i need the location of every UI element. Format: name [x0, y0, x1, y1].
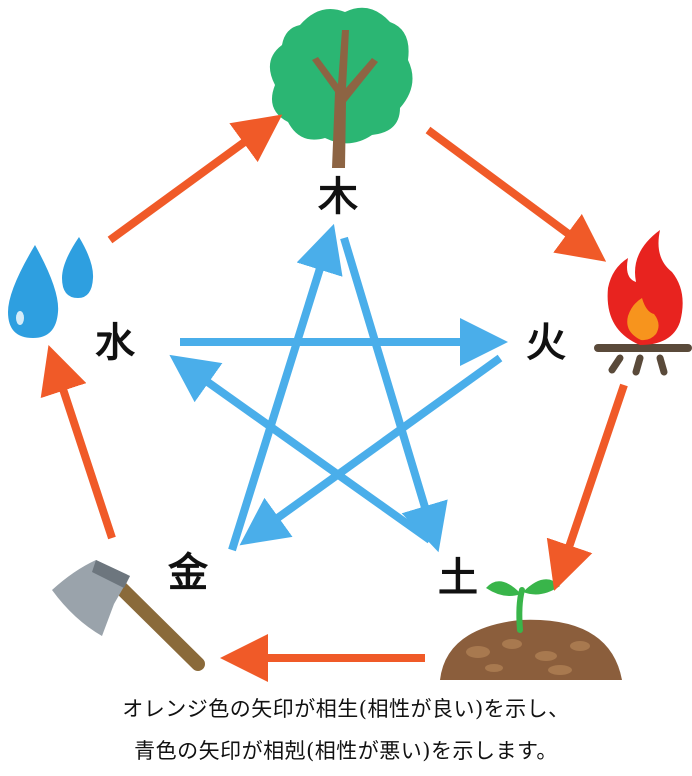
flame-icon	[594, 230, 692, 376]
arrow-wood-to-earth	[340, 236, 448, 553]
sprout-icon	[440, 579, 622, 680]
caption-line-1: オレンジ色の矢印が相生(相性が良い)を示し、	[122, 697, 570, 721]
generating-arrows	[40, 114, 628, 682]
arrow-wood-to-fire	[425, 126, 607, 262]
arrow-metal-to-wood	[228, 223, 343, 552]
label-metal: 金	[168, 550, 208, 596]
arrow-fire-to-metal	[239, 354, 503, 546]
axe-icon	[52, 560, 205, 671]
label-water: 水	[95, 320, 135, 366]
tree-icon	[269, 7, 413, 168]
arrow-metal-to-water	[40, 345, 116, 540]
water-drop-icon	[8, 237, 94, 338]
label-earth: 土	[438, 555, 478, 601]
arrow-fire-to-earth	[546, 383, 628, 591]
arrow-earth-to-water	[169, 354, 433, 544]
arrow-water-to-wood	[107, 114, 283, 244]
label-fire: 火	[526, 320, 566, 366]
overcoming-arrows	[169, 223, 508, 553]
caption-line-2: 青色の矢印が相剋(相性が悪い)を示します。	[134, 739, 558, 763]
label-wood: 木	[318, 174, 358, 220]
